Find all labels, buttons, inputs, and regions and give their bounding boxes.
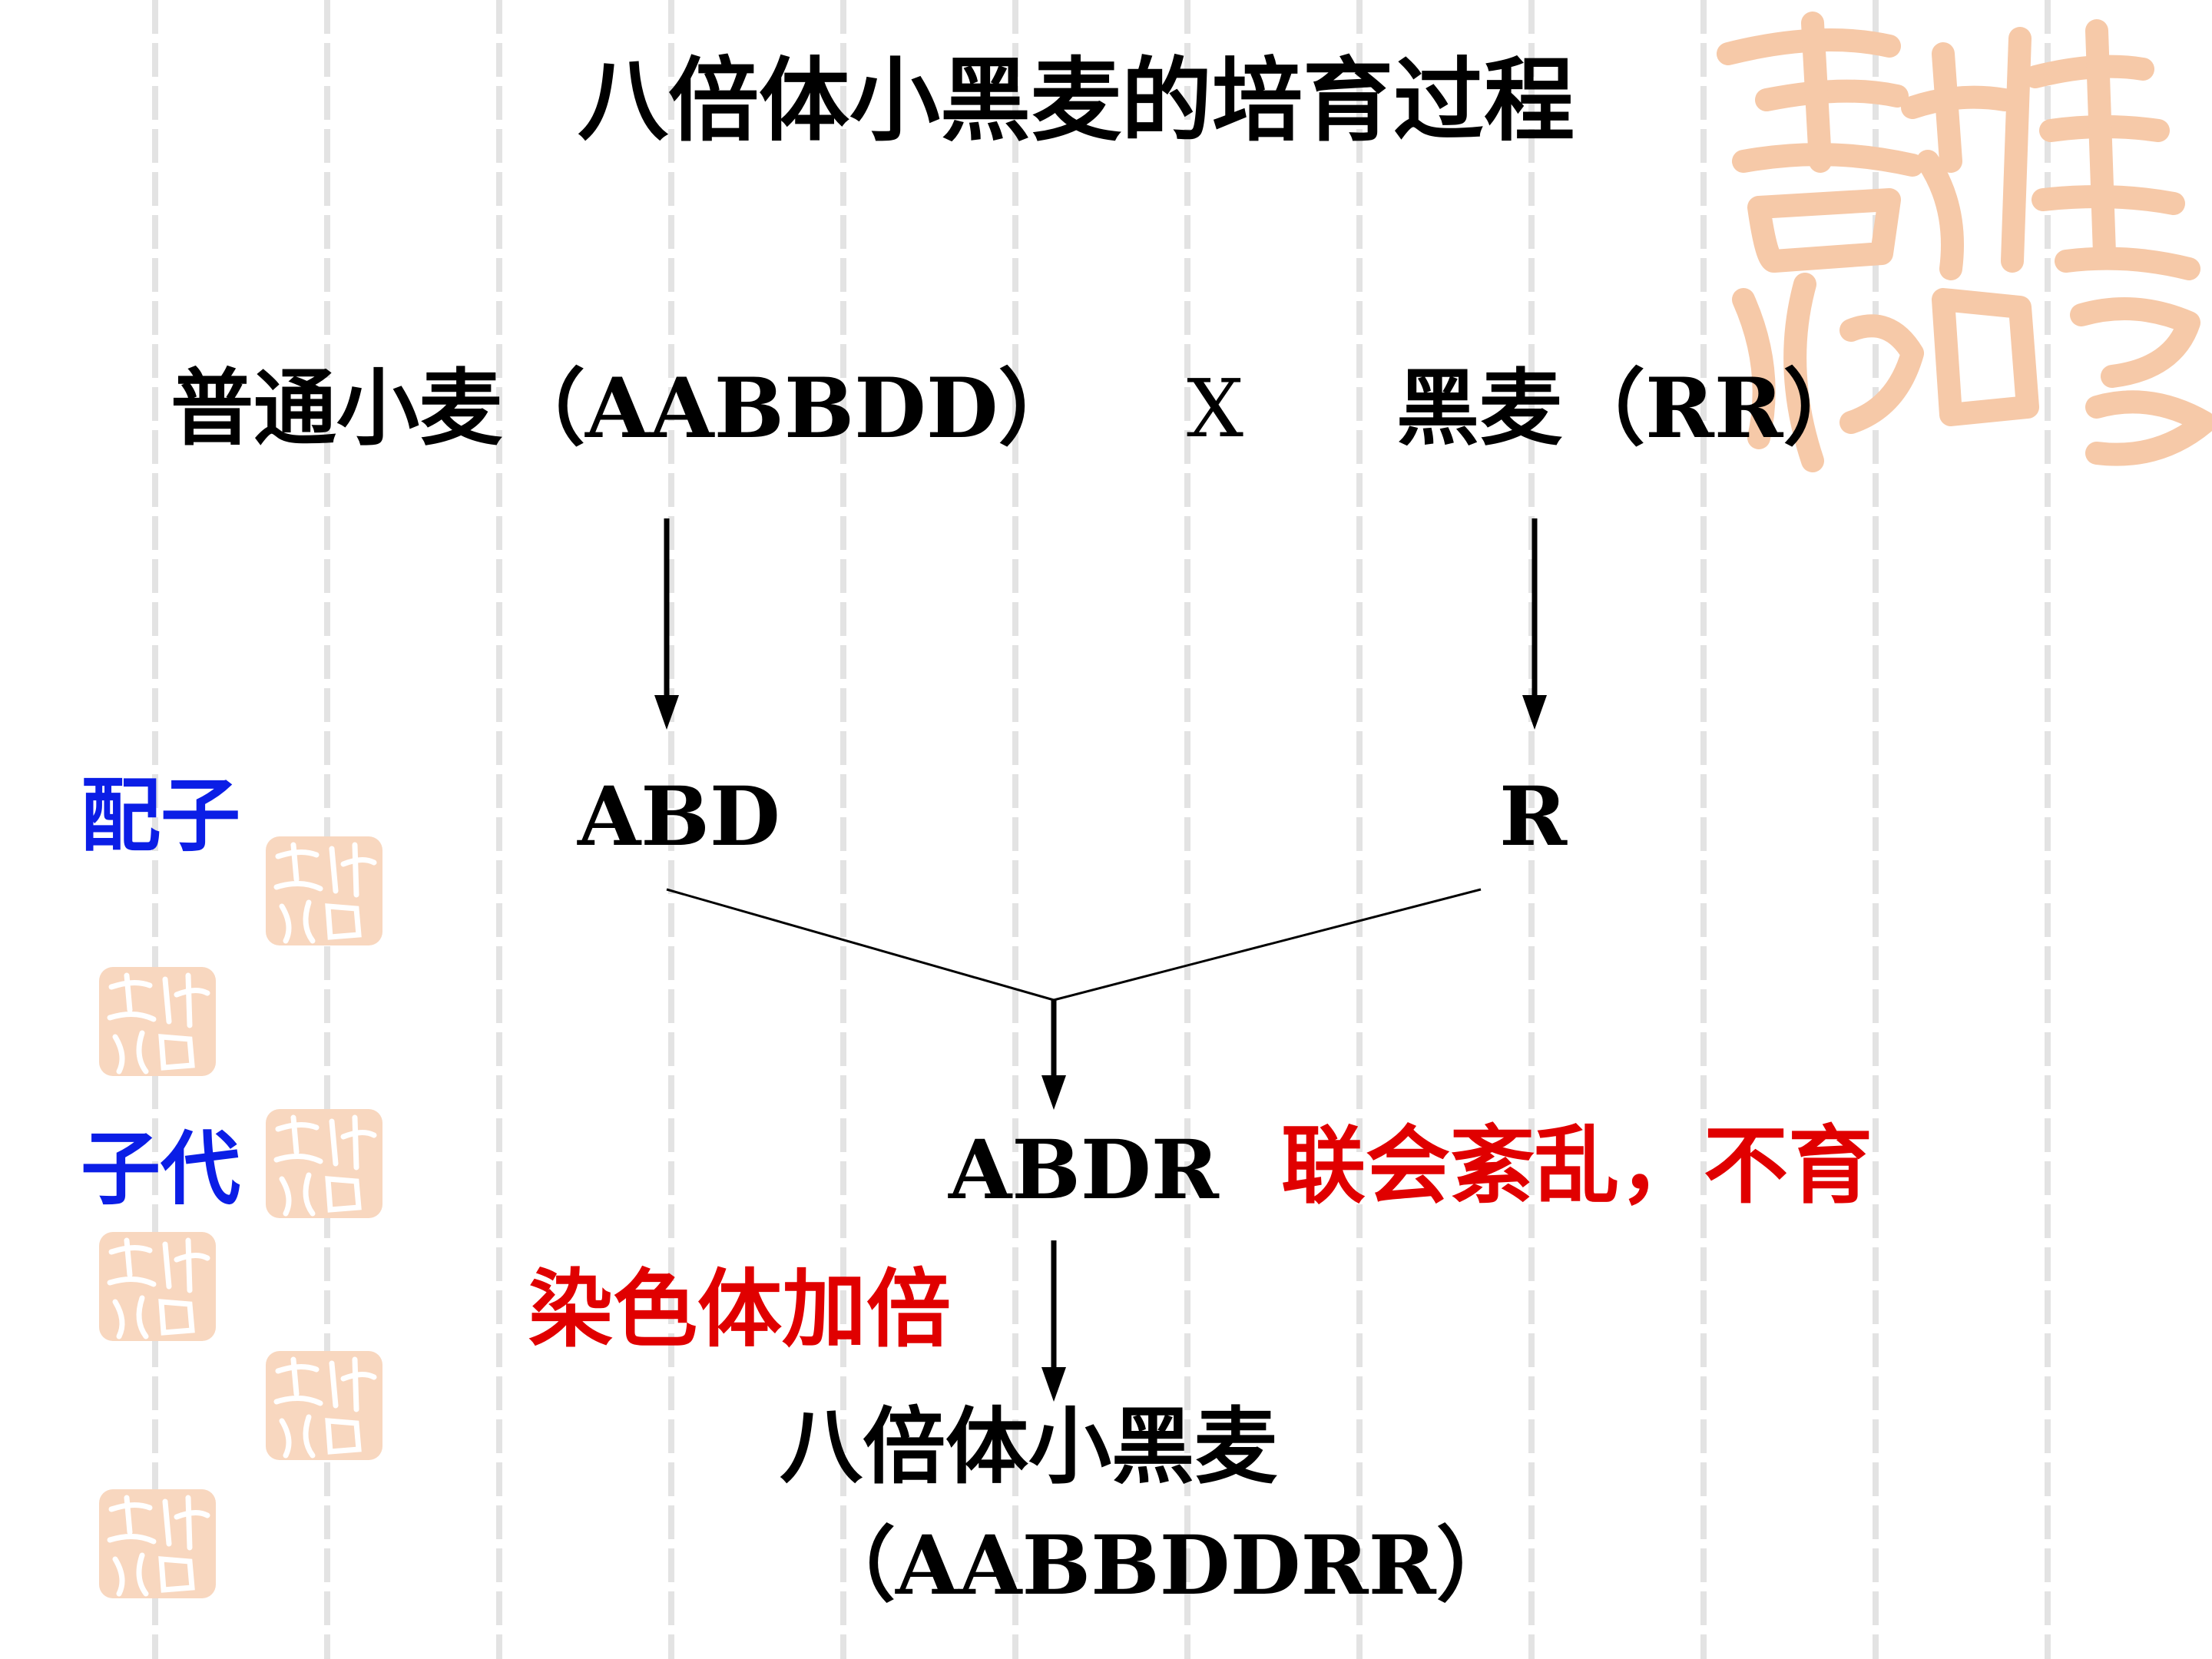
seal-watermark: [99, 1232, 216, 1341]
merge-line-right: [1053, 888, 1482, 1002]
seal-watermark: [266, 1109, 382, 1218]
offspring-note: 联会紊乱，不育: [1281, 1117, 1873, 1215]
arrow-right-parent-to-gamete: [1522, 518, 1547, 730]
parent-rye: 黑麦（RR）: [1396, 360, 1866, 457]
page-title: 八倍体小黑麦的培育过程: [578, 48, 1575, 154]
seal-watermark: [99, 1489, 216, 1598]
result-genotype: （AABBDDRR）: [814, 1517, 1518, 1613]
gamete-label: 配子: [81, 769, 241, 863]
merge-line-left: [666, 888, 1055, 1002]
arrow-to-result: [1041, 1240, 1066, 1402]
seal-watermark: [99, 967, 216, 1076]
seal-watermark: [266, 836, 382, 945]
gamete-left: ABD: [578, 768, 780, 864]
cross-symbol: X: [1187, 362, 1244, 455]
parent-wheat: 普通小麦（AABBDD）: [171, 360, 1081, 457]
gamete-right: R: [1499, 768, 1568, 864]
result-name: 八倍体小黑麦: [780, 1399, 1278, 1495]
arrow-to-offspring: [1041, 1000, 1066, 1110]
arrow-left-parent-to-gamete: [654, 518, 679, 730]
treatment-label: 染色体加倍: [528, 1260, 951, 1359]
seal-watermark: [266, 1351, 382, 1460]
seal-watermark-large: [1717, 12, 2212, 472]
offspring-label: 子代: [81, 1122, 241, 1216]
offspring-genotype: ABDR: [949, 1121, 1219, 1217]
